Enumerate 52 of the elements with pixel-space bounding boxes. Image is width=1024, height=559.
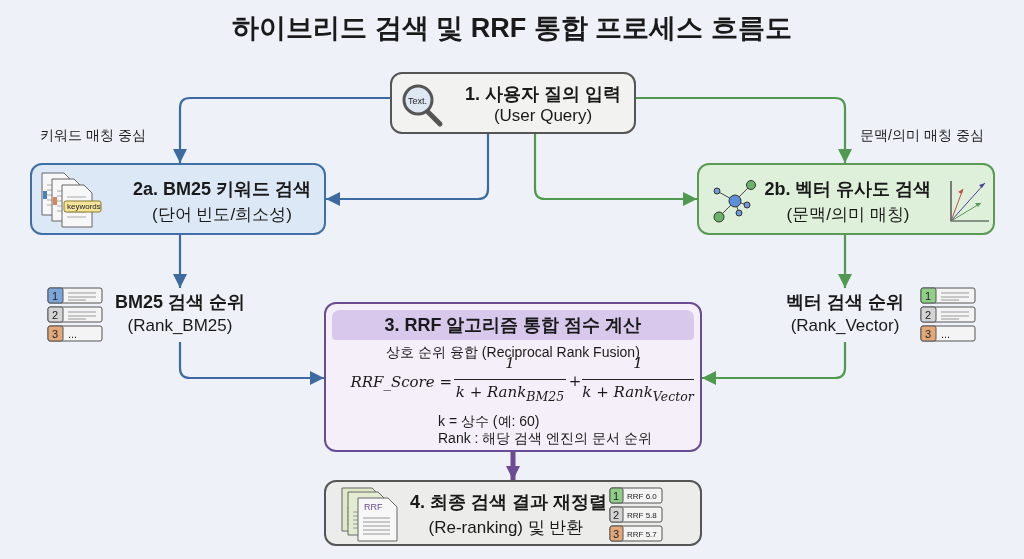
process-box xyxy=(324,302,702,452)
rank-caption: (Rank_Vector) xyxy=(789,316,901,336)
arrow xyxy=(173,96,390,163)
arrow xyxy=(702,342,847,385)
rank-number: 3 xyxy=(52,328,59,340)
rank-heading: 벡터 검색 순위 xyxy=(785,291,905,314)
formula-text: + xyxy=(568,372,582,390)
box-title: 2a. BM25 키워드 검색 xyxy=(131,178,312,201)
score-text: RRF 5.7 xyxy=(627,530,657,539)
process-box xyxy=(697,163,995,235)
icon-text: RRF xyxy=(364,502,383,512)
rank-number: 1 xyxy=(925,290,932,302)
arrow xyxy=(533,134,697,206)
arrow xyxy=(173,235,187,288)
note-text: Rank : 해당 검색 엔진의 문서 순위 xyxy=(438,430,652,448)
note-text: k = 상수 (예: 60) xyxy=(438,413,540,431)
box-subtitle: (User Query) xyxy=(492,106,594,126)
ellipsis-text: ... xyxy=(941,328,951,340)
rank-number: 2 xyxy=(52,309,59,321)
formula-text: RRF_Score = xyxy=(349,373,452,391)
box-title: 1. 사용자 질의 입력 xyxy=(464,83,622,106)
arrow xyxy=(636,96,852,163)
fraction-denominator: k + Rank$_{Vector}$ xyxy=(582,383,694,404)
process-box xyxy=(324,480,702,546)
score-text: RRF 6.0 xyxy=(627,492,657,501)
icon-text: keywords xyxy=(67,202,101,211)
rank-number: 1 xyxy=(52,290,59,302)
rank-number: 2 xyxy=(613,509,620,521)
ellipsis-text: ... xyxy=(68,328,78,340)
process-box xyxy=(390,72,636,134)
score-text: RRF 5.8 xyxy=(627,511,657,520)
rank-number: 1 xyxy=(613,490,620,502)
arrow xyxy=(506,452,520,480)
rank-number: 3 xyxy=(925,328,932,340)
arrow xyxy=(178,342,324,385)
header-band: 3. RRF 알고리즘 통합 점수 계산 xyxy=(332,310,694,340)
rank-heading: BM25 검색 순위 xyxy=(114,291,246,314)
title: 하이브리드 검색 및 RRF 통합 프로세스 흐름도 xyxy=(231,12,793,45)
box-subtitle: (단어 빈도/희소성) xyxy=(151,204,293,226)
arrow xyxy=(838,235,852,288)
rank-number: 2 xyxy=(925,309,932,321)
box-subtitle: (문맥/의미 매칭) xyxy=(785,204,911,226)
arrow xyxy=(326,134,490,206)
fraction-denominator: k + Rank$_{BM25}$ xyxy=(454,383,566,404)
icon-text: Text. xyxy=(408,96,427,106)
branch-label: 키워드 매칭 중심 xyxy=(40,127,146,145)
rank-caption: (Rank_BM25) xyxy=(126,316,234,336)
box-subtitle: (Re-ranking) 및 반환 xyxy=(427,517,585,539)
branch-label: 문맥/의미 매칭 중심 xyxy=(860,127,984,145)
rank-number: 3 xyxy=(613,528,620,540)
process-box xyxy=(30,163,326,235)
box-title: 2b. 벡터 유사도 검색 xyxy=(763,178,933,201)
